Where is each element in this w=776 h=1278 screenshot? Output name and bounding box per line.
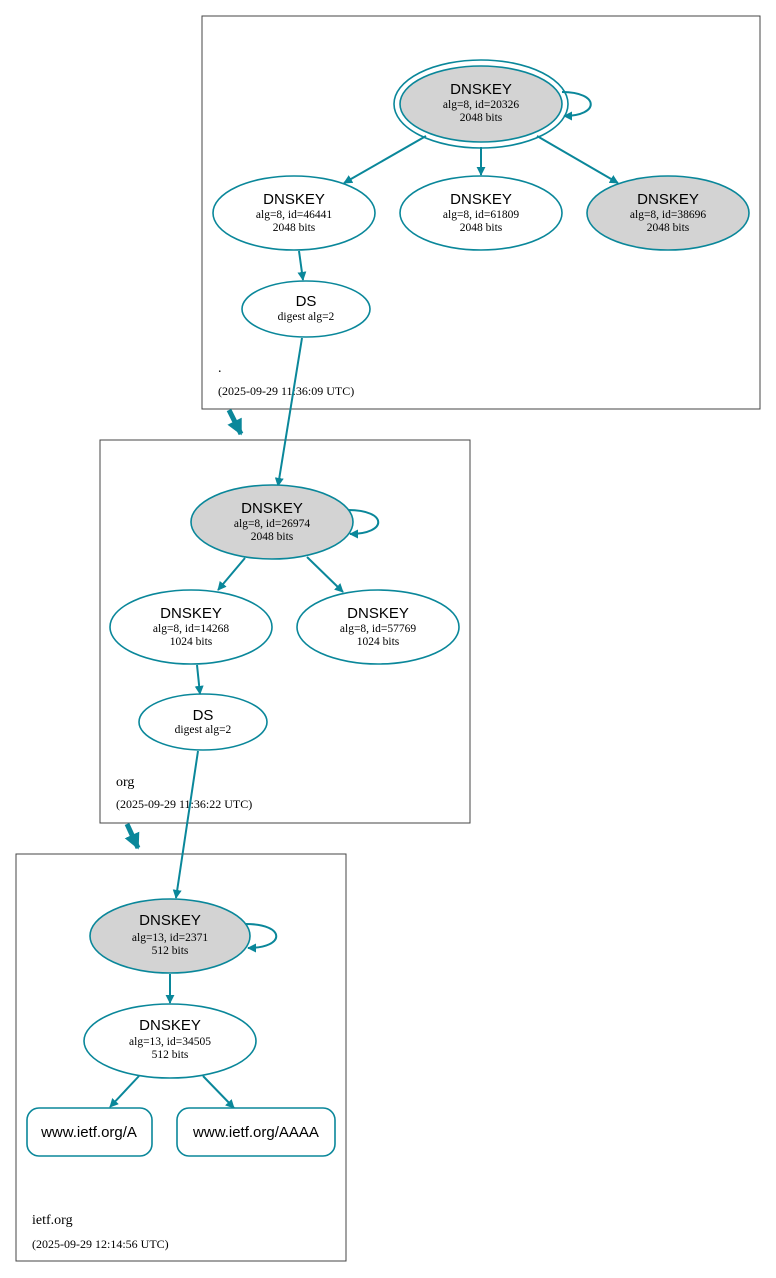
edge-root-ksk-self — [561, 91, 592, 121]
delegation-edges — [124, 408, 244, 850]
node-root-61809-line1: alg=8, id=61809 — [443, 209, 519, 221]
edge-org-ksk-self — [347, 509, 380, 539]
node-root-46441-shape — [212, 175, 376, 251]
node-root-46441-line2: 2048 bits — [273, 222, 316, 234]
node-rrset-a-label: www.ietf.org/A — [40, 1124, 137, 1141]
node-root-ds-shape — [241, 280, 371, 338]
node-ietf-34505-line1: alg=13, id=34505 — [129, 1036, 211, 1048]
delegation-org-ietf — [124, 822, 141, 850]
node-rrset-a-shape — [26, 1107, 153, 1157]
node-ietf-ksk[interactable]: DNSKEY alg=13, id=2371 512 bits — [89, 898, 251, 974]
node-ietf-34505-shape — [83, 1003, 257, 1079]
node-org-57769-shape — [296, 589, 460, 665]
node-root-38696[interactable]: DNSKEY alg=8, id=38696 2048 bits — [586, 175, 750, 251]
edge-root-ksk-46441 — [343, 135, 427, 184]
edge-org-ksk-14268 — [217, 557, 246, 591]
node-org-14268[interactable]: DNSKEY alg=8, id=14268 1024 bits — [109, 589, 273, 665]
node-rrset-a[interactable]: www.ietf.org/A — [26, 1107, 153, 1157]
node-org-14268-line2: 1024 bits — [170, 636, 213, 648]
node-org-14268-title: DNSKEY — [160, 605, 222, 622]
node-org-ksk-line2: 2048 bits — [251, 531, 294, 543]
node-org-57769-title: DNSKEY — [347, 605, 409, 622]
node-ietf-34505-title: DNSKEY — [139, 1017, 201, 1034]
node-org-14268-line1: alg=8, id=14268 — [153, 623, 229, 635]
node-org-57769-line1: alg=8, id=57769 — [340, 623, 416, 635]
node-org-ksk-shape — [190, 484, 354, 560]
nodes: DNSKEY alg=8, id=20326 2048 bits DNSKEY … — [26, 59, 750, 1157]
node-root-ksk-outer — [393, 59, 569, 149]
node-org-57769[interactable]: DNSKEY alg=8, id=57769 1024 bits — [296, 589, 460, 665]
edge-ietf-34505-a — [109, 1075, 140, 1108]
node-org-ksk-line1: alg=8, id=26974 — [234, 518, 310, 530]
node-root-38696-shape — [586, 175, 750, 251]
node-org-14268-shape — [109, 589, 273, 665]
node-ietf-ksk-line2: 512 bits — [152, 945, 189, 957]
node-root-46441[interactable]: DNSKEY alg=8, id=46441 2048 bits — [212, 175, 376, 251]
node-root-ksk-line1: alg=8, id=20326 — [443, 99, 519, 111]
node-org-ksk-title: DNSKEY — [241, 500, 303, 517]
zone-ietf: ietf.org (2025-09-29 12:14:56 UTC) — [15, 853, 347, 1262]
node-rrset-aaaa-shape — [176, 1107, 336, 1157]
node-root-ds-line1: digest alg=2 — [278, 311, 335, 323]
zone-root-timestamp: (2025-09-29 11:36:09 UTC) — [218, 384, 354, 398]
node-rrset-aaaa[interactable]: www.ietf.org/AAAA — [176, 1107, 336, 1157]
node-org-ds-title: DS — [193, 707, 214, 724]
node-root-61809-shape — [399, 175, 563, 251]
node-ietf-ksk-title: DNSKEY — [139, 912, 201, 929]
node-org-57769-line2: 1024 bits — [357, 636, 400, 648]
node-ietf-34505[interactable]: DNSKEY alg=13, id=34505 512 bits — [83, 1003, 257, 1079]
node-root-ds-title: DS — [296, 293, 317, 310]
edge-root-ds-org-ksk — [274, 337, 303, 487]
edges — [109, 91, 619, 1109]
node-root-ksk-title: DNSKEY — [450, 81, 512, 98]
edge-org-ksk-57769 — [306, 556, 344, 593]
node-ietf-34505-line2: 512 bits — [152, 1049, 189, 1061]
node-root-61809-title: DNSKEY — [450, 191, 512, 208]
node-root-38696-title: DNSKEY — [637, 191, 699, 208]
node-root-ds[interactable]: DS digest alg=2 — [241, 280, 371, 338]
zone-ietf-timestamp: (2025-09-29 12:14:56 UTC) — [32, 1237, 169, 1251]
node-root-61809[interactable]: DNSKEY alg=8, id=61809 2048 bits — [399, 175, 563, 251]
zone-root: . (2025-09-29 11:36:09 UTC) — [201, 15, 761, 410]
zone-ietf-name: ietf.org — [32, 1213, 73, 1228]
node-ietf-ksk-line1: alg=13, id=2371 — [132, 932, 208, 944]
zone-org-timestamp: (2025-09-29 11:36:22 UTC) — [116, 797, 252, 811]
zone-root-name: . — [218, 361, 222, 376]
node-root-38696-line2: 2048 bits — [647, 222, 690, 234]
edge-root-ksk-38696 — [536, 135, 619, 184]
edge-ietf-ksk-self — [245, 923, 278, 953]
node-org-ksk[interactable]: DNSKEY alg=8, id=26974 2048 bits — [190, 484, 354, 560]
node-org-ds-shape — [138, 693, 268, 751]
zone-ietf-box — [15, 853, 347, 1262]
zone-org-name: org — [116, 775, 134, 790]
delegation-root-org — [226, 408, 244, 436]
node-root-46441-title: DNSKEY — [263, 191, 325, 208]
node-root-61809-line2: 2048 bits — [460, 222, 503, 234]
node-org-ds[interactable]: DS digest alg=2 — [138, 693, 268, 751]
edge-root-46441-ds — [297, 250, 307, 281]
node-root-ksk-line2: 2048 bits — [460, 112, 503, 124]
node-rrset-aaaa-label: www.ietf.org/AAAA — [192, 1124, 319, 1141]
node-org-ds-line1: digest alg=2 — [175, 724, 232, 736]
node-root-ksk[interactable]: DNSKEY alg=8, id=20326 2048 bits — [393, 59, 569, 149]
node-ietf-ksk-shape — [89, 898, 251, 974]
edge-org-14268-ds — [194, 664, 204, 695]
edge-ietf-34505-aaaa — [202, 1075, 235, 1109]
node-root-46441-line1: alg=8, id=46441 — [256, 209, 332, 221]
node-root-38696-line1: alg=8, id=38696 — [630, 209, 706, 221]
node-root-ksk-inner — [399, 65, 563, 143]
zone-root-box — [201, 15, 761, 410]
edge-org-ds-ietf-ksk — [172, 750, 199, 899]
